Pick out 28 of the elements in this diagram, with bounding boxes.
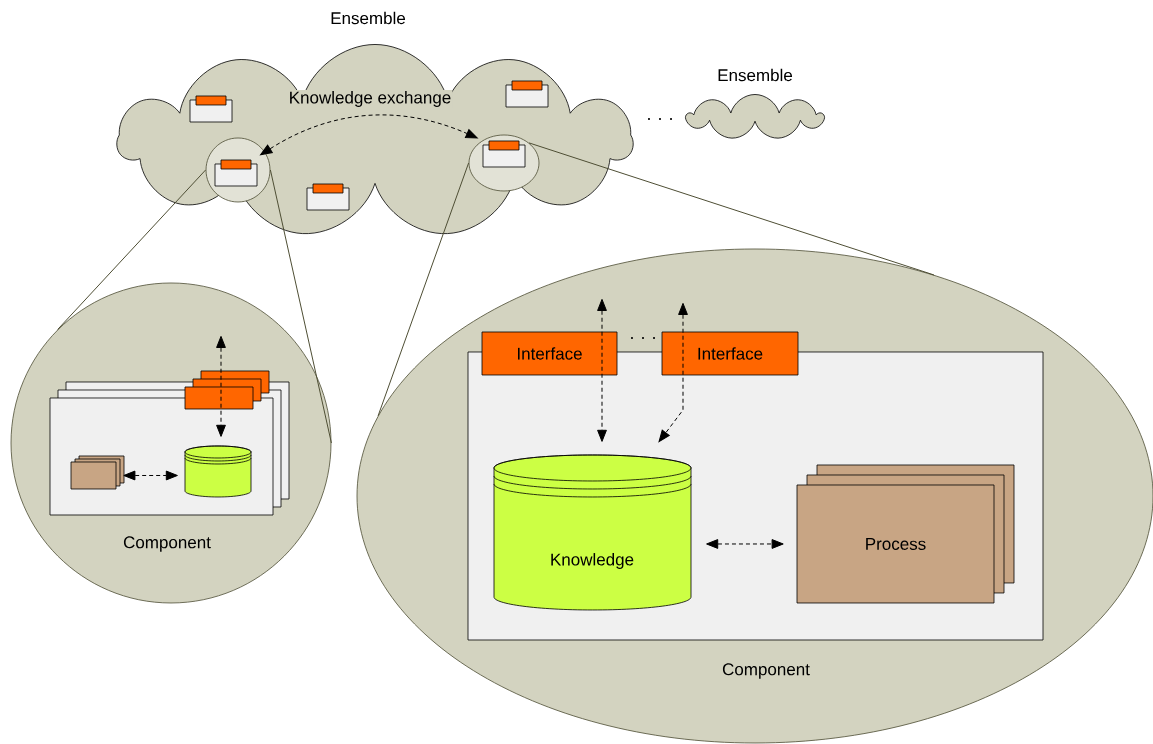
ellipsis: . . . xyxy=(631,337,655,339)
zoom-line xyxy=(377,162,470,417)
zoom-line xyxy=(57,169,207,331)
double-arrow xyxy=(123,470,178,481)
double-arrow xyxy=(597,298,607,442)
component-label: Component xyxy=(722,663,810,679)
zoom-line xyxy=(269,169,332,444)
interface-box: Interface xyxy=(661,331,799,376)
database-cylinder xyxy=(184,445,252,498)
double-arrow xyxy=(260,114,478,156)
cloud-title: Ensemble xyxy=(331,11,406,25)
double-arrow xyxy=(216,335,226,437)
component-icon xyxy=(189,95,233,123)
double-arrow xyxy=(706,539,784,549)
process-stack xyxy=(70,455,125,490)
component-icon xyxy=(306,183,350,211)
interface-box: Interface xyxy=(481,331,618,376)
component-icon xyxy=(505,80,549,108)
component-icon xyxy=(482,140,526,168)
component-icon xyxy=(214,159,258,187)
component-label: Component xyxy=(123,536,211,552)
double-arrow xyxy=(658,302,688,443)
process-stack: Process xyxy=(796,464,1015,604)
database-cylinder: Knowledge xyxy=(493,454,692,611)
edge-label: Knowledge exchange xyxy=(287,90,453,108)
interface-stack xyxy=(184,370,270,410)
cloud-title: Ensemble xyxy=(718,68,793,82)
zoom-line xyxy=(528,142,935,276)
